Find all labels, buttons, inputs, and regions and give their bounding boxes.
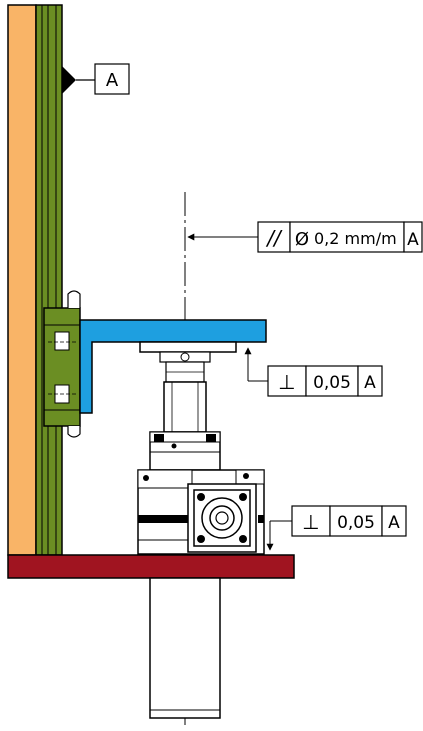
- lower-cylinder: [149, 577, 221, 719]
- vertical-profile: [35, 4, 63, 556]
- perpendicularity-symbol-bottom: ⊥: [302, 510, 319, 534]
- carriage-bracket: [43, 290, 81, 438]
- wall-orange: [7, 4, 37, 556]
- parallelism-symbol: //: [265, 226, 283, 250]
- datum-a-letter: A: [106, 70, 119, 91]
- gearbox: [137, 469, 265, 555]
- parallelism-datum-ref: A: [407, 230, 419, 250]
- parallelism-callout: // Ø 0,2 mm/m A: [187, 221, 423, 253]
- perpendicularity-symbol-top: ⊥: [278, 370, 295, 394]
- perpendicularity-tolerance-top: 0,05: [313, 373, 351, 393]
- diameter-symbol: Ø: [295, 229, 309, 250]
- spindle-column: [163, 381, 207, 433]
- flange: [139, 341, 237, 383]
- perpendicularity-datum-ref-bottom: A: [388, 513, 400, 533]
- parallelism-tolerance: 0,2 mm/m: [314, 229, 397, 248]
- table-blue: [79, 319, 267, 414]
- nut-housing: [149, 431, 221, 471]
- perpendicularity-callout-top: ⊥ 0,05 A: [244, 347, 383, 397]
- perpendicularity-tolerance-bottom: 0,05: [337, 513, 375, 533]
- base-plate-red: [7, 554, 295, 579]
- perpendicularity-callout-bottom: ⊥ 0,05 A: [266, 505, 407, 551]
- perpendicularity-datum-ref-top: A: [364, 373, 376, 393]
- datum-a-symbol: A: [62, 63, 130, 95]
